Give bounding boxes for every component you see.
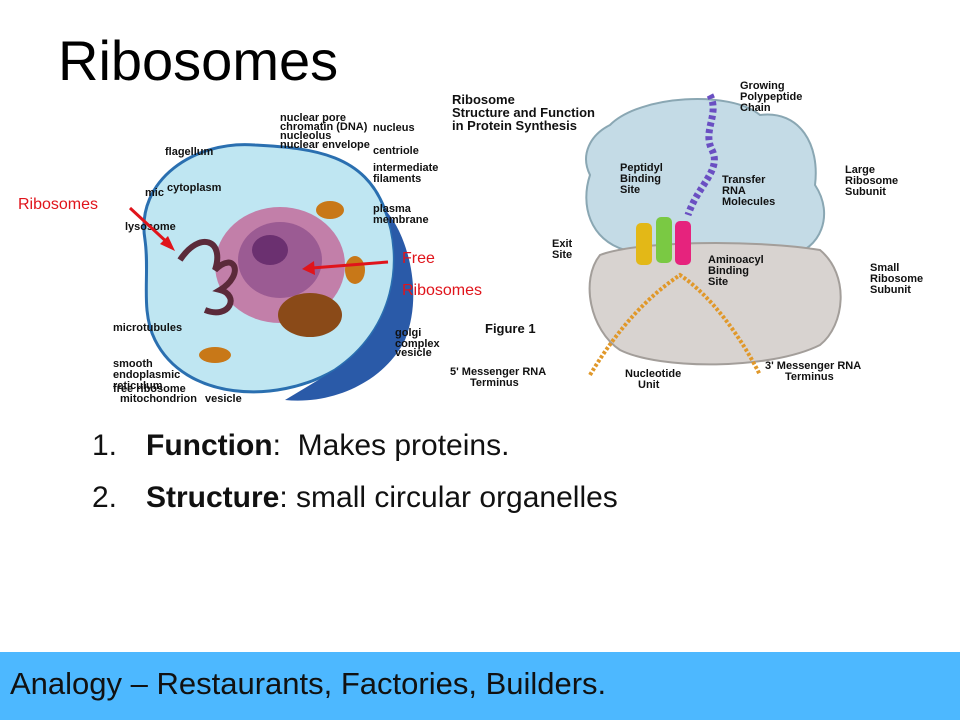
label-nucleus: nucleus — [373, 122, 415, 134]
callout-ribosomes: Ribosomes — [18, 196, 99, 213]
amino-1: Aminoacyl — [708, 254, 764, 266]
label-centriole: centriole — [373, 145, 419, 157]
heading-line1: Ribosome — [452, 92, 515, 107]
nucleotide-2: Unit — [638, 379, 660, 391]
small-3: Subunit — [870, 284, 911, 296]
label-golgi-complex: golgi complex — [395, 327, 440, 350]
peptidyl-2: Binding — [620, 173, 661, 185]
heading-line3: in Protein Synthesis — [452, 118, 577, 133]
label-flagellum: flagellum — [165, 146, 214, 158]
trna-3: Molecules — [722, 196, 776, 208]
bullet-structure: 2. Structure : small circular organelles — [92, 480, 618, 516]
animal-cell-diagram: nuclear pore chromatin (DNA) nucleolus n… — [105, 100, 445, 410]
amino-3: Site — [708, 276, 729, 288]
label-smooth-er: smooth endoplasmic reticulum — [113, 358, 181, 392]
mrna3-1: 3' Messenger RNA — [765, 360, 862, 372]
nucleotide-1: Nucleotide — [625, 368, 682, 380]
trna-1: Transfer — [722, 174, 766, 186]
bullet-number: 2. — [92, 481, 118, 514]
cell-illustration — [142, 143, 414, 401]
analogy-text: Analogy – Restaurants, Factories, Builde… — [10, 666, 607, 701]
growing-3: Chain — [740, 102, 771, 114]
label-cytoplasm: cytoplasm — [167, 182, 222, 194]
mrna3-2: Terminus — [785, 371, 834, 383]
mrna5-1: 5' Messenger RNA — [450, 366, 547, 378]
growing-2: Polypeptide — [740, 91, 803, 103]
growing-1: Growing — [740, 80, 785, 92]
exit-2: Site — [552, 249, 573, 261]
bullet-function: 1. Function : Makes proteins. — [92, 428, 618, 464]
mrna5-2: Terminus — [470, 377, 519, 389]
label-free-ribosome: free ribosome — [113, 383, 186, 395]
label-intermediate-filaments: intermediate filaments — [373, 162, 439, 185]
label-mic: mic — [145, 187, 164, 199]
amino-2: Binding — [708, 265, 749, 277]
large-1: Large — [845, 164, 875, 176]
label-microtubules: microtubules — [113, 322, 183, 334]
analogy-footer: Analogy – Restaurants, Factories, Builde… — [0, 652, 960, 720]
callout-free-line1: Free — [402, 250, 435, 267]
large-2: Ribosome — [845, 175, 899, 187]
bullet-term: Structure — [146, 481, 280, 514]
label-vesicle-bottom: vesicle — [205, 393, 242, 405]
slide-title: Ribosomes — [58, 29, 339, 92]
bullet-number: 1. — [92, 429, 118, 462]
label-nuclear-envelope: nuclear envelope — [280, 139, 370, 151]
ribosome-illustration — [585, 93, 842, 377]
label-plasma-membrane: plasma membrane — [373, 203, 429, 226]
bullet-text: : small circular organelles — [279, 481, 618, 514]
large-3: Subunit — [845, 186, 886, 198]
label-chromatin: chromatin (DNA) — [280, 121, 368, 133]
exit-1: Exit — [552, 238, 573, 250]
trna-2: RNA — [722, 185, 746, 197]
peptidyl-3: Site — [620, 184, 641, 196]
label-nucleolus: nucleolus — [280, 130, 332, 142]
small-2: Ribosome — [870, 273, 924, 285]
small-1: Small — [870, 262, 900, 274]
label-vesicle-right: vesicle — [395, 347, 432, 359]
label-nuclear-pore: nuclear pore — [280, 112, 347, 124]
callout-free-line2: Ribosomes — [402, 282, 483, 299]
bullet-text: : Makes proteins. — [272, 429, 510, 462]
bullet-term: Function — [146, 429, 273, 462]
ribosome-structure-diagram: Ribosome Structure and Function in Prote… — [440, 75, 950, 420]
heading-line2: Structure and Function — [452, 105, 595, 120]
label-mitochondrion: mitochondrion — [120, 393, 197, 405]
bullet-list: 1. Function : Makes proteins. 2. Structu… — [92, 428, 618, 532]
figure-label: Figure 1 — [485, 321, 536, 336]
label-lysosome: lysosome — [125, 221, 176, 233]
peptidyl-1: Peptidyl — [620, 162, 663, 174]
